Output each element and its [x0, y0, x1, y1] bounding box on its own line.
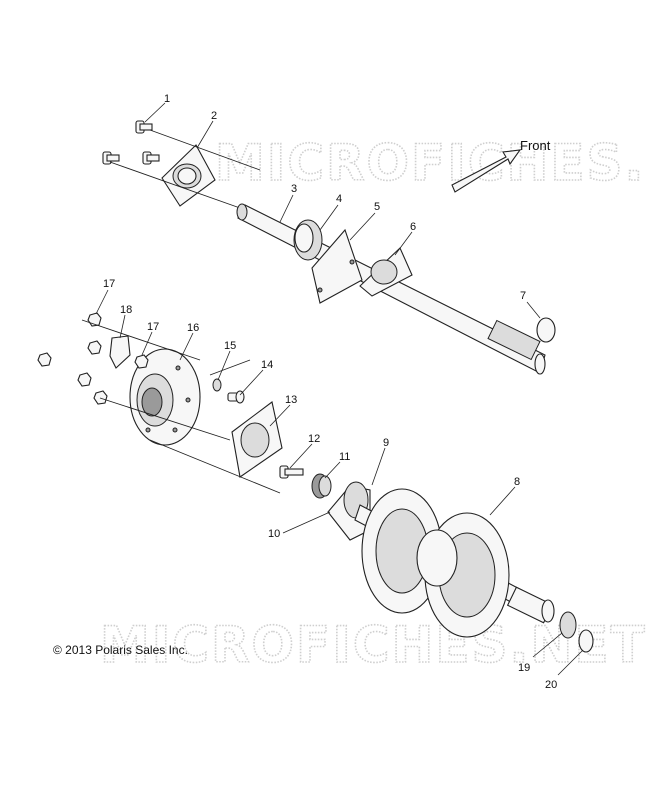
pin-part-14 [227, 390, 245, 404]
bearing-plate-part-2 [161, 144, 216, 207]
callout-20: 20 [545, 679, 557, 691]
drive-sprocket-part-8 [354, 488, 555, 638]
bolt-part-12 [279, 465, 304, 479]
callout-18: 18 [120, 304, 132, 316]
copyright-text: © 2013 Polaris Sales Inc. [53, 643, 188, 657]
bolt-part-1 [102, 120, 160, 165]
gear-part-11 [311, 473, 332, 499]
callout-17b: 17 [147, 321, 159, 333]
flange-plate-part-5 [311, 228, 363, 304]
hub-part-16 [129, 348, 201, 446]
bearing-part-19 [559, 611, 577, 639]
watermark-bottom: MICROFICHES.NET [100, 616, 647, 674]
callout-7: 7 [520, 290, 526, 302]
callout-5: 5 [374, 201, 380, 213]
seal-ring-part-7 [536, 317, 556, 343]
nut-part-17 [37, 312, 149, 405]
callout-8: 8 [514, 476, 520, 488]
callout-3: 3 [291, 183, 297, 195]
leader-lines [95, 102, 584, 676]
bracket-part-18 [109, 335, 131, 369]
washer-part-15 [212, 378, 222, 392]
front-label: Front [520, 138, 551, 153]
driveshaft-part-3 [236, 203, 546, 375]
bearing-plate-part-13 [231, 401, 283, 478]
callout-12: 12 [308, 433, 320, 445]
callout-6: 6 [410, 221, 416, 233]
callout-11: 11 [339, 451, 350, 463]
callout-4: 4 [336, 193, 342, 205]
callout-16: 16 [187, 322, 199, 334]
callout-1: 1 [164, 93, 170, 105]
bearing-part-4 [293, 219, 323, 261]
watermark-top: MICROFICHES.NET [215, 134, 647, 192]
callout-13: 13 [285, 394, 297, 406]
callout-10: 10 [268, 528, 280, 540]
ring-part-20 [578, 629, 594, 653]
bearing-plate-part-6 [359, 247, 413, 297]
front-arrow [451, 149, 522, 193]
callout-17a: 17 [103, 278, 115, 290]
callout-19: 19 [518, 662, 530, 674]
callout-15: 15 [224, 340, 236, 352]
callout-2: 2 [211, 110, 217, 122]
callout-14: 14 [261, 359, 273, 371]
callout-9: 9 [383, 437, 389, 449]
